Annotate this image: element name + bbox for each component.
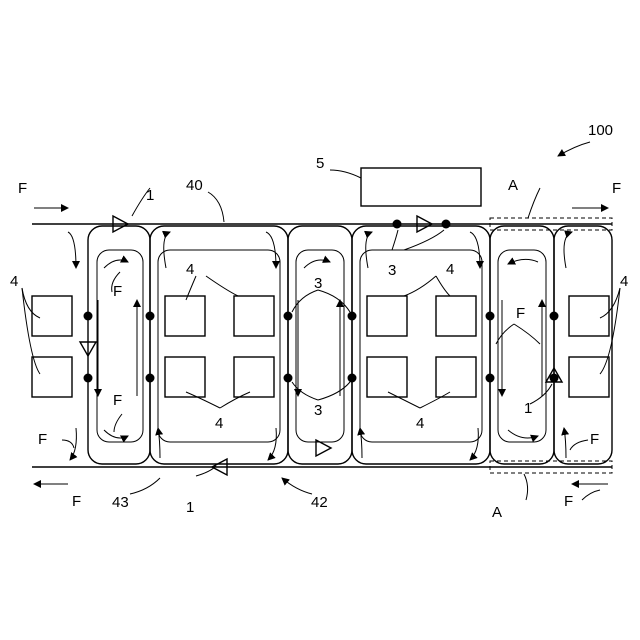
module: [165, 296, 205, 336]
module: [234, 357, 274, 397]
controller-box: [361, 168, 481, 206]
label-flow: F: [113, 283, 122, 300]
label-flow: F: [590, 431, 599, 448]
labels: F F F F F F F F F 1 1 1 3 3 3 4 4 4 4 4 …: [10, 177, 628, 521]
module: [367, 296, 407, 336]
module: [32, 296, 72, 336]
module: [436, 357, 476, 397]
label-pump: 1: [186, 499, 194, 516]
label-flow: F: [38, 431, 47, 448]
label-flow: F: [72, 493, 81, 510]
label-valve: 3: [314, 275, 322, 292]
module: [436, 296, 476, 336]
label-flow: F: [612, 180, 621, 197]
loop-pipes: [88, 226, 612, 464]
valve-dots: [84, 220, 559, 383]
reference-label: 100: [588, 122, 613, 139]
label-module: 4: [215, 415, 223, 432]
module: [165, 357, 205, 397]
line-label: 40: [186, 177, 203, 194]
loop-6: [554, 226, 612, 464]
label-flow: F: [18, 180, 27, 197]
label-flow: F: [564, 493, 573, 510]
label-module: 4: [186, 261, 194, 278]
label-module: 4: [446, 261, 454, 278]
loop-5: [490, 226, 554, 464]
label-loop: 43: [112, 494, 129, 511]
label-region: A: [508, 177, 518, 194]
module: [367, 357, 407, 397]
module: [234, 296, 274, 336]
label-module: 4: [10, 273, 18, 290]
label-flow: F: [113, 392, 122, 409]
label-region: A: [492, 504, 502, 521]
label-module: 4: [620, 273, 628, 290]
module: [569, 357, 609, 397]
label-valve: 3: [388, 262, 396, 279]
module: [32, 357, 72, 397]
label-module: 4: [416, 415, 424, 432]
label-valve: 3: [314, 402, 322, 419]
label-pump: 1: [524, 400, 532, 417]
controller-label: 5: [316, 155, 324, 172]
label-flow: F: [516, 305, 525, 322]
label-loop: 42: [311, 494, 328, 511]
label-pump: 1: [146, 187, 154, 204]
